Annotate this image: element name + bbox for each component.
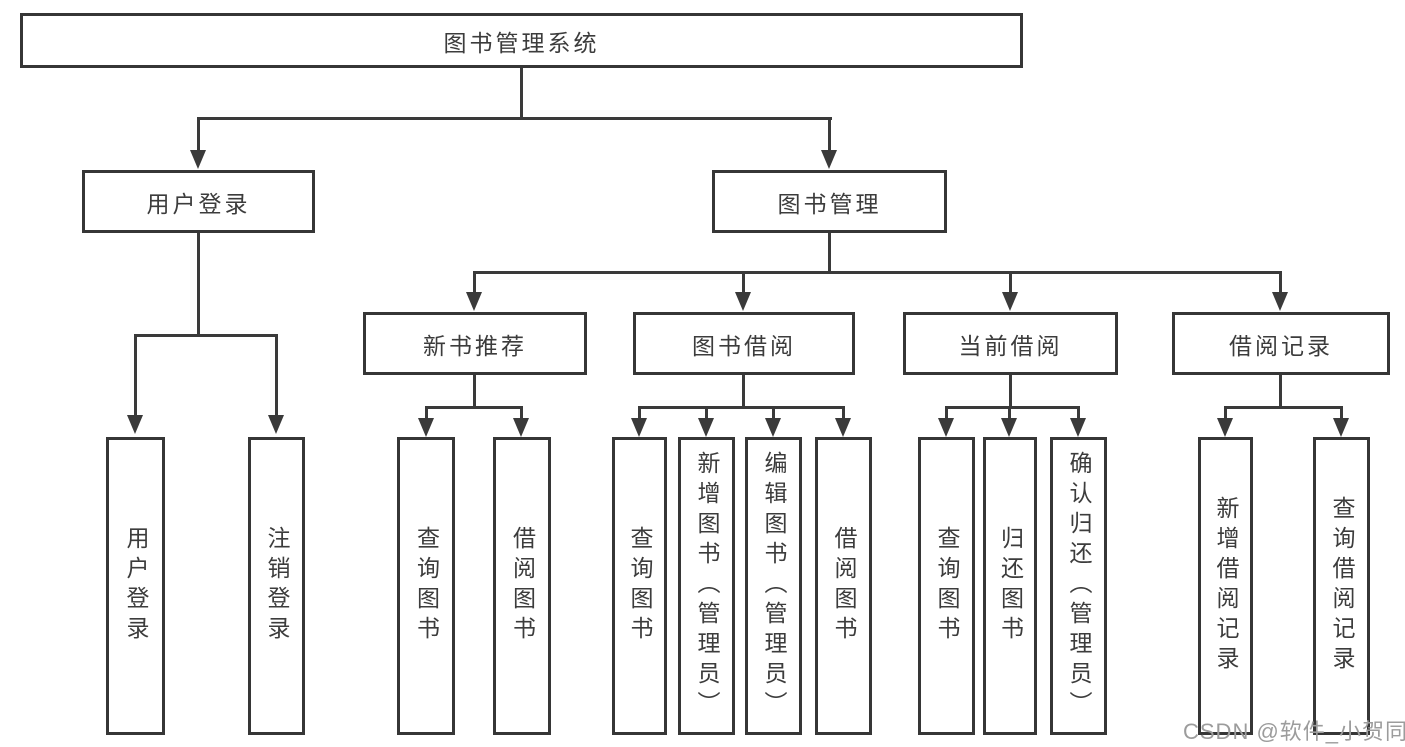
connector-vertical xyxy=(1009,375,1012,408)
node-label: 新书推荐 xyxy=(423,332,527,359)
node-library-system: 图书管理系统 xyxy=(20,13,1023,68)
arrowhead-down-icon xyxy=(268,415,284,434)
connector-vertical xyxy=(425,406,428,419)
leaf-label: 归还图书 xyxy=(997,526,1024,646)
connector-vertical xyxy=(742,375,745,408)
leaf-label: 查询图书 xyxy=(627,526,653,646)
arrowhead-down-icon xyxy=(513,418,529,437)
node-new-book-recommend: 新书推荐 xyxy=(363,312,587,375)
arrowhead-down-icon xyxy=(1217,418,1233,437)
connector-horizontal xyxy=(945,406,1079,409)
node-label: 图书借阅 xyxy=(692,332,796,359)
connector-horizontal xyxy=(425,406,523,409)
connector-horizontal xyxy=(134,334,278,337)
connector-vertical xyxy=(473,375,476,408)
leaf-edit-books-admin: 编辑图书（管理员） xyxy=(745,437,802,735)
arrowhead-down-icon xyxy=(835,418,851,437)
leaf-label: 新增图书（管理员） xyxy=(694,451,720,721)
connector-vertical xyxy=(1008,406,1011,419)
connector-vertical xyxy=(520,406,523,419)
leaf-label: 查询图书 xyxy=(934,526,960,646)
node-label: 图书管理 xyxy=(777,190,882,217)
connector-vertical xyxy=(828,117,831,151)
node-book-borrow: 图书借阅 xyxy=(633,312,855,375)
connector-horizontal xyxy=(1224,406,1343,409)
leaf-label: 借阅图书 xyxy=(509,526,536,646)
leaf-add-books-admin: 新增图书（管理员） xyxy=(678,437,735,735)
arrowhead-down-icon xyxy=(631,418,647,437)
connector-vertical xyxy=(772,406,775,419)
leaf-confirm-return-admin: 确认归还（管理员） xyxy=(1050,437,1107,735)
node-current-borrow: 当前借阅 xyxy=(903,312,1118,375)
leaf-borrow-books: 借阅图书 xyxy=(493,437,551,735)
leaf-label: 确认归还（管理员） xyxy=(1066,451,1092,721)
connector-vertical xyxy=(638,406,641,419)
leaf-borrow-books: 借阅图书 xyxy=(815,437,872,735)
leaf-query-books: 查询图书 xyxy=(918,437,975,735)
arrowhead-down-icon xyxy=(1001,418,1017,437)
connector-vertical xyxy=(134,334,137,416)
arrowhead-down-icon xyxy=(821,150,837,169)
arrowhead-down-icon xyxy=(1333,418,1349,437)
leaf-label: 用户登录 xyxy=(123,526,149,646)
connector-vertical xyxy=(473,271,476,293)
leaf-label: 查询图书 xyxy=(413,526,440,646)
connector-vertical xyxy=(828,233,831,274)
connector-vertical xyxy=(1009,271,1012,293)
connector-horizontal xyxy=(638,406,845,409)
connector-vertical xyxy=(275,334,278,416)
connector-vertical xyxy=(1224,406,1227,419)
leaf-query-books: 查询图书 xyxy=(397,437,455,735)
leaf-query-books: 查询图书 xyxy=(612,437,667,735)
connector-vertical xyxy=(1340,406,1343,419)
node-book-management: 图书管理 xyxy=(712,170,947,233)
arrowhead-down-icon xyxy=(1070,418,1086,437)
leaf-label: 注销登录 xyxy=(264,526,290,646)
connector-horizontal xyxy=(197,117,832,120)
node-user-login: 用户登录 xyxy=(82,170,315,233)
node-label: 图书管理系统 xyxy=(443,29,600,56)
node-label: 当前借阅 xyxy=(958,332,1063,359)
connector-vertical xyxy=(945,406,948,419)
arrowhead-down-icon xyxy=(938,418,954,437)
arrowhead-down-icon xyxy=(1272,292,1288,311)
leaf-label: 编辑图书（管理员） xyxy=(761,451,787,721)
node-label: 借阅记录 xyxy=(1229,332,1333,359)
connector-vertical xyxy=(705,406,708,419)
leaf-label: 借阅图书 xyxy=(831,526,857,646)
connector-vertical xyxy=(1077,406,1080,419)
arrowhead-down-icon xyxy=(1002,292,1018,311)
leaf-label: 查询借阅记录 xyxy=(1329,496,1355,676)
arrowhead-down-icon xyxy=(127,415,143,434)
arrowhead-down-icon xyxy=(190,150,206,169)
connector-vertical xyxy=(1279,271,1282,293)
arrowhead-down-icon xyxy=(765,418,781,437)
leaf-query-borrow-record: 查询借阅记录 xyxy=(1313,437,1370,735)
arrowhead-down-icon xyxy=(735,292,751,311)
node-label: 用户登录 xyxy=(146,190,251,217)
connector-vertical xyxy=(197,117,200,151)
leaf-add-borrow-record: 新增借阅记录 xyxy=(1198,437,1253,735)
leaf-logout: 注销登录 xyxy=(248,437,305,735)
arrowhead-down-icon xyxy=(466,292,482,311)
arrowhead-down-icon xyxy=(418,418,434,437)
csdn-watermark: CSDN @软件_小贺同学 xyxy=(1183,719,1405,744)
leaf-label: 新增借阅记录 xyxy=(1213,496,1239,676)
connector-vertical xyxy=(742,271,745,293)
connector-vertical xyxy=(842,406,845,419)
connector-vertical xyxy=(197,233,200,337)
leaf-user-login: 用户登录 xyxy=(106,437,165,735)
connector-vertical xyxy=(520,68,523,118)
arrowhead-down-icon xyxy=(698,418,714,437)
leaf-return-books: 归还图书 xyxy=(983,437,1037,735)
connector-vertical xyxy=(1279,375,1282,408)
connector-horizontal xyxy=(473,271,1282,274)
node-borrow-record: 借阅记录 xyxy=(1172,312,1390,375)
